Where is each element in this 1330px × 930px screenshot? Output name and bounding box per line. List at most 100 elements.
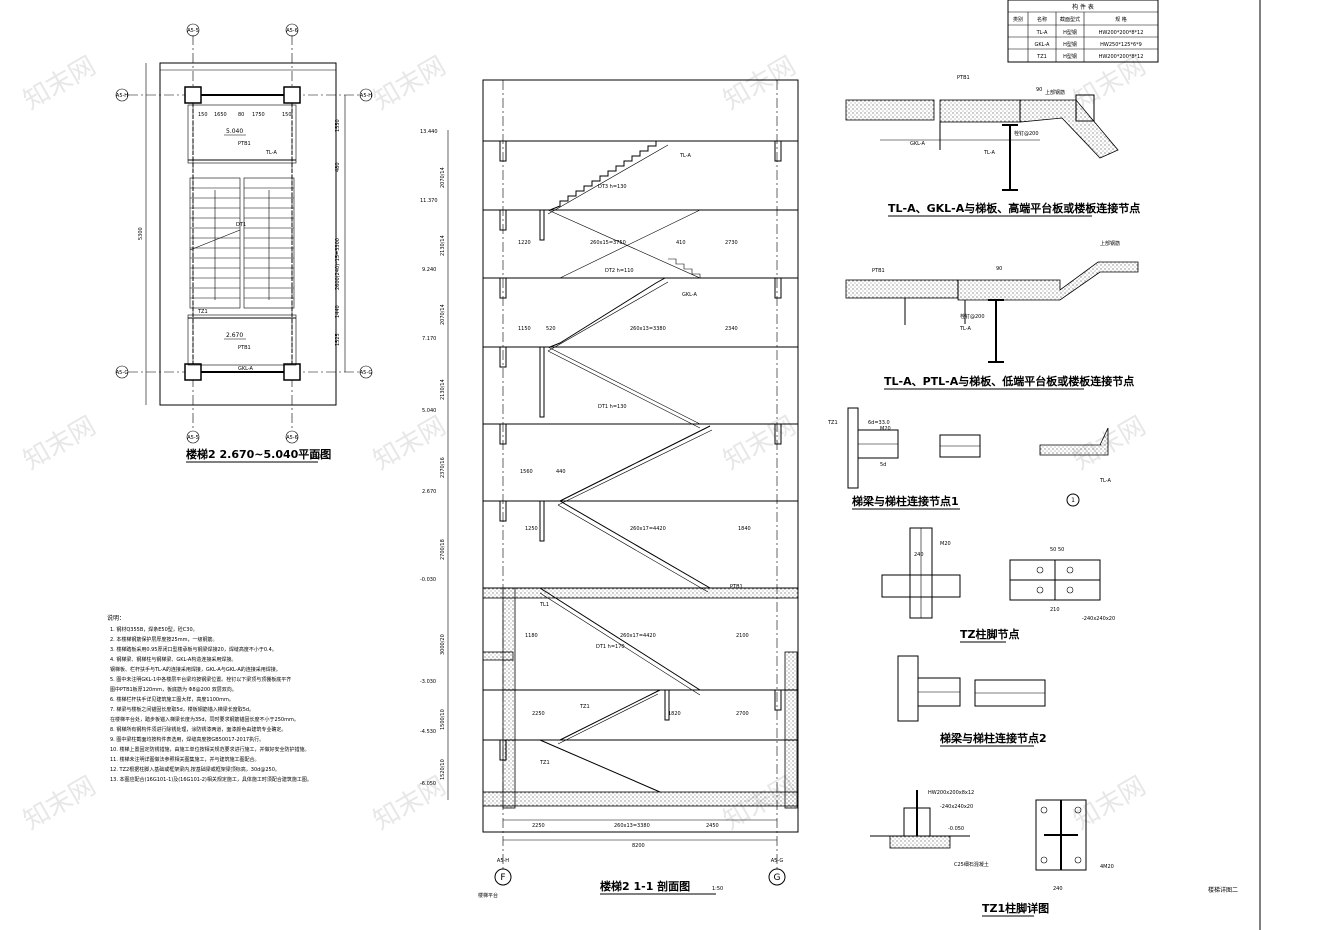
member-label: PTB1 xyxy=(238,141,251,147)
section-title: 楼梯2 1-1 剖面图 xyxy=(600,879,690,893)
column-tz1 xyxy=(283,86,301,104)
detail-title: TL-A、PTL-A与梯板、低端平台板或楼板连接节点 xyxy=(884,374,1134,388)
note-item: 图中PTB1板厚120mm，板底筋为 Φ8@200 双层双向。 xyxy=(110,686,237,693)
axis-label-g: G xyxy=(774,873,781,883)
detail-label: -240x240x20 xyxy=(1082,616,1115,622)
dimension: 2250 xyxy=(532,711,545,717)
dimension-total: 8200 xyxy=(632,843,645,849)
axis-tag: A5-G xyxy=(116,370,129,376)
dimension: 1550 xyxy=(335,119,341,132)
dimension: 1150 xyxy=(518,326,531,332)
plan-scale: 1:50 xyxy=(310,454,321,460)
axis-tag: A5-6 xyxy=(286,435,298,441)
detail-title: TL-A、GKL-A与梯板、高端平台板或楼板连接节点 xyxy=(888,201,1140,215)
axis-tag: A5-G xyxy=(360,370,373,376)
detail-title: 梯梁与梯柱连接节点1 xyxy=(852,494,959,508)
detail-label: 50 50 xyxy=(1050,547,1064,553)
stair-section: F G A5-H A5-G xyxy=(420,79,799,899)
dimension: 1560 xyxy=(520,469,533,475)
detail-label: 90 xyxy=(996,266,1002,272)
note-item: 12. TZ2根据柱脚入基础或框架梁内,按基础梁或框架梁顶标高，30d@250。 xyxy=(110,766,280,773)
level-mark: -4.530 xyxy=(420,729,436,735)
detail-label: 上部钢筋 xyxy=(1100,240,1120,247)
dimension: 1650 xyxy=(214,112,227,118)
note-item: 5. 图中未注明GKL-1中各楼层平台梁均按钢梁位置。栓钉以下梁顶与顶棚板底平齐 xyxy=(110,676,291,683)
axis-tag: A5-H xyxy=(116,93,128,99)
member-table-cell: H型钢 xyxy=(1063,29,1077,36)
member-label: TZ1 xyxy=(197,309,208,315)
axis-tag: A5-H xyxy=(497,858,509,864)
dimension: 2130/14 xyxy=(440,235,446,256)
detail-1: PTB1 上部钢筋 TL-A GKL-A 90 栓钉@200 TL-A、GKL-… xyxy=(845,75,1140,217)
dimension: 260x17=4420 xyxy=(630,526,666,532)
member-label: TL-A xyxy=(265,150,277,156)
dimension: 440 xyxy=(556,469,566,475)
landing-beams xyxy=(499,140,782,761)
dimension: 1820 xyxy=(668,711,681,717)
dimension: 2700 xyxy=(736,711,749,717)
member-table-cell: GKL-A xyxy=(1035,42,1051,48)
detail-label: 5d xyxy=(880,462,886,468)
note-item: 3. 楼梯踏板采用0.95厚闭口型楼承板与钢梁焊接20，焊缝高度不小于0.4。 xyxy=(110,646,277,653)
dimension: 1750 xyxy=(252,112,265,118)
note-item: 钢梯板、栏杆扶手与TL-A的连接采用焊接，GKL-A与GKL-A的连接采用焊接。 xyxy=(110,666,281,673)
flight-label: PTB1 xyxy=(730,584,743,590)
note-item: 7. 梯梁与楼板之间锚固长度取5d，楼板钢筋锚入梯梁长度取5d。 xyxy=(110,706,254,713)
note-tag: 楼梯平台 xyxy=(478,892,498,899)
watermark-3: 知末网 xyxy=(19,771,102,836)
axis-tag: A5-5 xyxy=(187,28,199,34)
detail-label: 240 xyxy=(1053,886,1063,892)
flight-labels: DT3 h=130 DT2 h=110 DT1 h=130 DT1 h=170 … xyxy=(539,153,743,766)
axis-tag: A5-6 xyxy=(286,28,298,34)
member-table: 构 件 表 类别 名称 截面型式 规 格 TL-A H型钢 HW200*200*… xyxy=(1007,0,1159,63)
level-mark: 2.670 xyxy=(422,489,436,495)
detail-4: 240 M20 50 50 210 -240x240x20 TZ柱脚节点 xyxy=(881,527,1115,643)
dimension: 260x13=3380 xyxy=(614,823,650,829)
member-table-header: 规 格 xyxy=(1115,16,1127,23)
column-tz1 xyxy=(283,363,301,381)
plan-title: 楼梯2 2.670~5.040平面图 xyxy=(186,447,331,461)
member-table-header: 名称 xyxy=(1037,16,1047,23)
dimension: 2340 xyxy=(725,326,738,332)
detail-title: 梯梁与梯柱连接节点2 xyxy=(940,731,1047,745)
member-table-cell: HW200*200*8*12 xyxy=(1099,30,1144,36)
dimension: 2250 xyxy=(532,823,545,829)
detail-label: 6d=33.0 xyxy=(868,420,890,426)
dimension: 260x15=3750 xyxy=(590,240,626,246)
detail-3: TZ1 6d=33.0 5d M20 TL-A 1 梯梁与梯柱连接节点1 xyxy=(827,407,1111,510)
dimension: 1520/10 xyxy=(440,759,446,780)
dimension: 480 xyxy=(335,162,341,172)
notes-heading: 说明： xyxy=(107,614,125,622)
axis-tag: A5-G xyxy=(771,858,784,864)
note-item: 13. 本图应配合(16G101-1)及(16G101-2)相关规定施工，具体施… xyxy=(110,776,312,783)
detail-label: TL-A xyxy=(959,326,971,332)
watermark-8: 知末网 xyxy=(719,411,802,476)
detail-label: PTB1 xyxy=(957,75,970,81)
level-mark: 7.170 xyxy=(422,336,436,342)
member-label: DT1 xyxy=(236,222,246,228)
note-item: 9. 图中梁柱截面均按构件表选用，焊缝高度按GB50017-2017执行。 xyxy=(110,736,264,743)
detail-label: TL-A xyxy=(1099,478,1111,484)
detail-label: -240x240x20 xyxy=(940,804,973,810)
detail-label: PTB1 xyxy=(872,268,885,274)
dimension: 2370/16 xyxy=(440,457,446,478)
dimension: 3000/20 xyxy=(440,634,446,655)
member-table-cell: TZ1 xyxy=(1036,54,1047,60)
elevation-label: 5.040 xyxy=(226,128,243,135)
detail-2: PTB1 上部钢筋 90 TL-A 栓钉@200 TL-A、PTL-A与梯板、低… xyxy=(845,240,1139,390)
stair-treads xyxy=(190,187,294,299)
detail-label: 210 xyxy=(1050,607,1060,613)
dimension: 1840 xyxy=(738,526,751,532)
dimension: 1500/10 xyxy=(440,709,446,730)
note-item: 2. 本楼梯钢筋保护层厚度按25mm，一级钢筋。 xyxy=(110,636,217,643)
level-marks: 13.440 11.370 9.240 7.170 5.040 2.670 -0… xyxy=(420,129,438,787)
detail-label: 上部钢筋 xyxy=(1045,89,1065,96)
level-mark: 5.040 xyxy=(422,408,436,414)
detail-label: TZ1 xyxy=(827,420,838,426)
level-mark: 9.240 xyxy=(422,267,436,273)
flight-label: TZ1 xyxy=(579,704,590,710)
column-tz1 xyxy=(184,363,202,381)
member-label: PTB1 xyxy=(238,345,251,351)
axis-tag: A5-H xyxy=(360,93,372,99)
